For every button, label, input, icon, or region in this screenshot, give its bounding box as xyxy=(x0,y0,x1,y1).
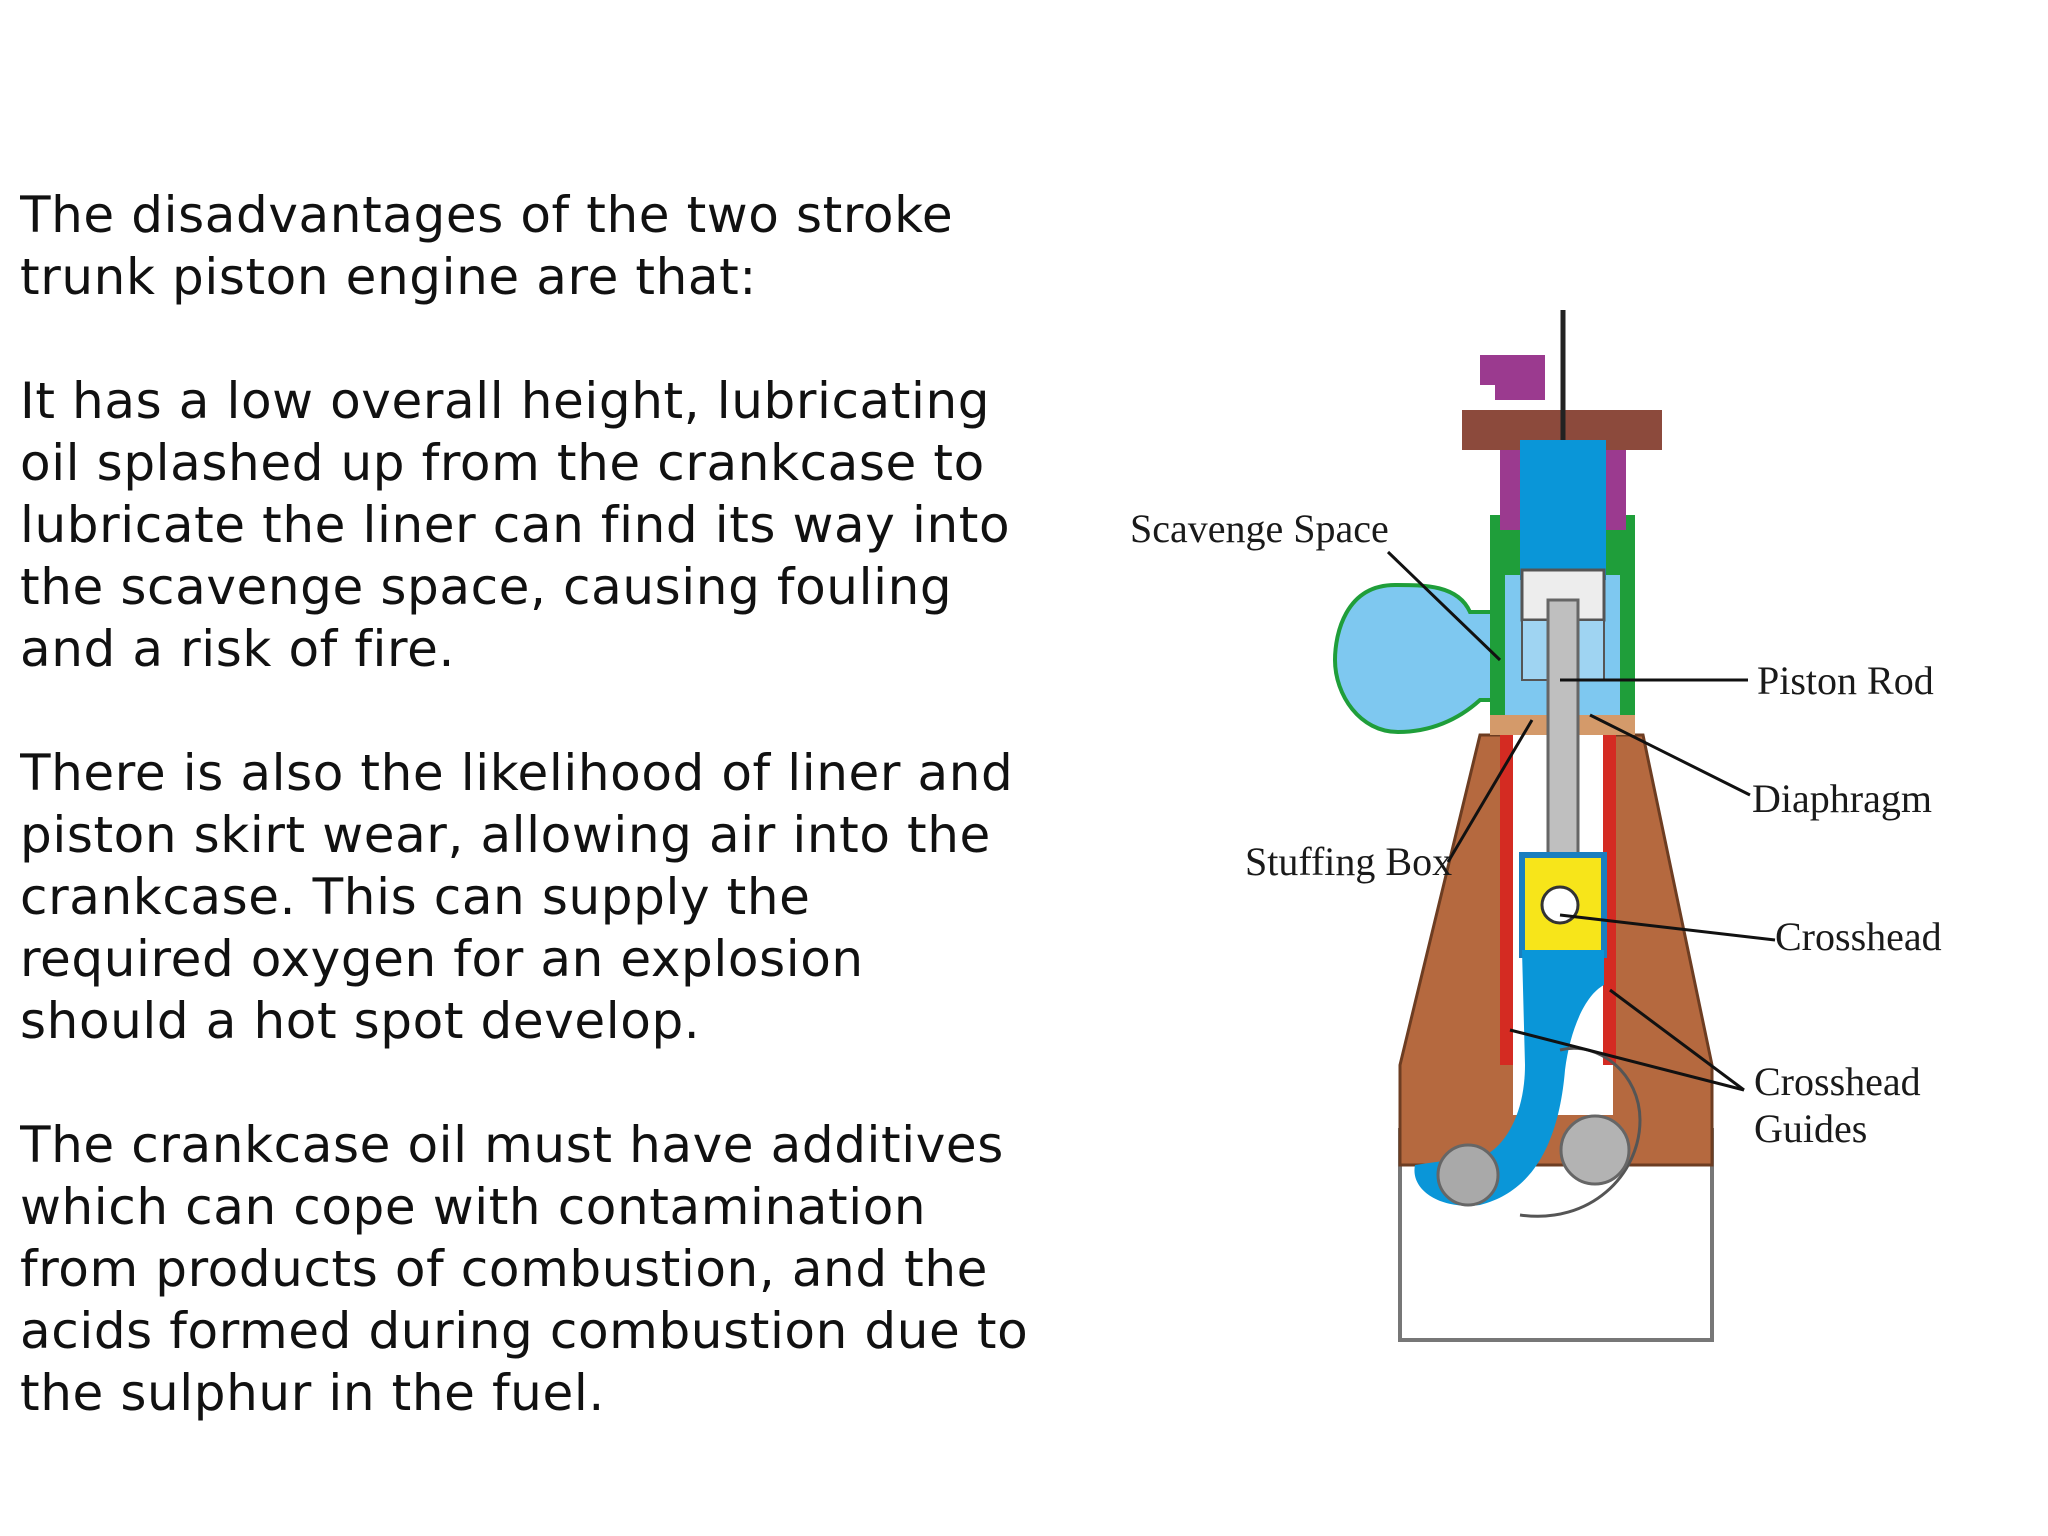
text-line: lubricate the liner can find its way int… xyxy=(20,496,1011,554)
leader-diaphragm xyxy=(1589,713,1751,797)
text-line: required oxygen for an explosion xyxy=(20,930,864,988)
connecting-rod xyxy=(1414,950,1604,1206)
crankshaft-journal xyxy=(1559,1114,1631,1186)
label-stuffing-box: Stuffing Box xyxy=(1245,839,1452,884)
leader-crosshead xyxy=(1559,913,1776,942)
paragraph-wear: There is also the likelihood of liner an… xyxy=(20,742,1040,1052)
text-line: oil splashed up from the crankcase to xyxy=(20,434,985,492)
label-crosshead-guides: Crosshead xyxy=(1754,1059,1921,1104)
crosshead-guide-left xyxy=(1500,735,1513,1065)
leader-guides-right xyxy=(1609,988,1745,1092)
text-line: the scavenge space, causing fouling xyxy=(20,558,953,616)
piston-rod xyxy=(1546,598,1580,862)
text-block: The disadvantages of the two stroke trun… xyxy=(20,184,1040,1424)
scavenge-bulb xyxy=(1332,582,1500,735)
label-piston-rod: Piston Rod xyxy=(1757,658,1934,703)
text-line: piston skirt wear, allowing air into the xyxy=(20,806,991,864)
cylinder xyxy=(1520,440,1606,580)
text-line: There is also the likelihood of liner an… xyxy=(20,744,1014,802)
label-diaphragm: Diaphragm xyxy=(1752,776,1932,821)
crosshead-pin xyxy=(1540,885,1580,925)
text-line: and a risk of fire. xyxy=(20,620,455,678)
leader-stuffing-box xyxy=(1446,719,1534,863)
label-crosshead-guides-2: Guides xyxy=(1754,1106,1867,1151)
crosshead-guide-right xyxy=(1603,735,1616,1065)
paragraph-additives: The crankcase oil must have additives wh… xyxy=(20,1114,1040,1424)
paragraph-lubrication: It has a low overall height, lubricating… xyxy=(20,370,1040,680)
paragraph-intro: The disadvantages of the two stroke trun… xyxy=(20,184,1040,308)
text-line: should a hot spot develop. xyxy=(20,992,701,1050)
text-line: trunk piston engine are that: xyxy=(20,248,757,306)
text-line: The disadvantages of the two stroke xyxy=(20,186,954,244)
text-line: crankcase. This can supply the xyxy=(20,868,811,926)
label-scavenge-space: Scavenge Space xyxy=(1130,506,1389,551)
text-line: It has a low overall height, lubricating xyxy=(20,372,991,430)
text-line: the sulphur in the fuel. xyxy=(20,1364,605,1422)
text-line: acids formed during combustion due to xyxy=(20,1302,1029,1360)
crankpin xyxy=(1436,1143,1500,1207)
leader-scavenge xyxy=(1386,550,1502,662)
engine-diagram: Scavenge Space Piston Rod Diaphragm Stuf… xyxy=(1100,280,1960,1530)
text-line: The crankcase oil must have additives xyxy=(20,1116,1004,1174)
label-crosshead: Crosshead xyxy=(1775,914,1942,959)
text-line: which can cope with contamination xyxy=(20,1178,927,1236)
valve-gear xyxy=(1480,355,1545,400)
leader-guides-left xyxy=(1509,1028,1745,1092)
text-line: from products of combustion, and the xyxy=(20,1240,989,1298)
